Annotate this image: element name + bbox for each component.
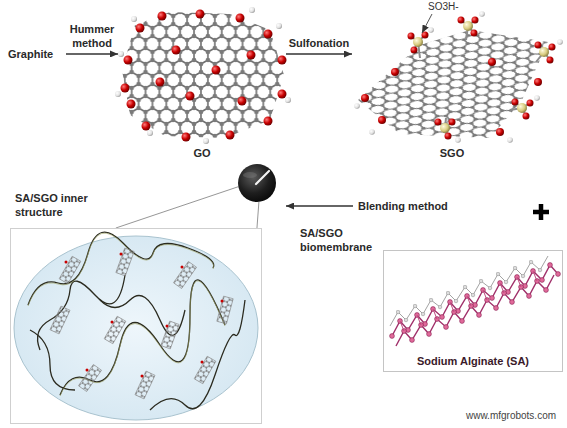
molecule-node: SGO (352, 20, 552, 160)
pointer-arrow (422, 14, 432, 33)
node-label: Graphite (8, 47, 53, 61)
go-molecule (110, 5, 295, 145)
chemical-group-label: SO3H- (428, 0, 459, 14)
structure-box: Sodium Alginate (SA) (383, 250, 563, 372)
node-label: SA/SGO inner structure (15, 191, 110, 219)
process-arrow (66, 53, 118, 54)
membrane-photo (238, 164, 276, 202)
node-label: GO (118, 146, 286, 160)
zoom-leader-line (116, 187, 238, 228)
plus-sign (533, 204, 549, 220)
inner-structure-art (14, 232, 258, 420)
blending-arrow (286, 205, 353, 206)
node-label: Sodium Alginate (SA) (384, 354, 562, 368)
zoom-leader-line (257, 202, 259, 228)
process-arrow (286, 53, 352, 54)
alginate-chain (390, 256, 558, 346)
molecule-node: GO (118, 10, 286, 160)
source-text-node: Graphite (8, 46, 66, 62)
watermark: www.mfgrobots.com (466, 409, 556, 423)
node-label: SGO (352, 146, 552, 160)
edge-label: Hummer method (66, 22, 118, 50)
membrane-node: SA/SGO biomembrane (238, 164, 276, 202)
node-label: SA/SGO biomembrane (300, 226, 380, 254)
edge-label: Sulfonation (284, 36, 354, 50)
process-label: Blending method (358, 199, 448, 213)
inset-box: SA/SGO inner structure (10, 228, 262, 424)
sgo-molecule (350, 11, 563, 145)
